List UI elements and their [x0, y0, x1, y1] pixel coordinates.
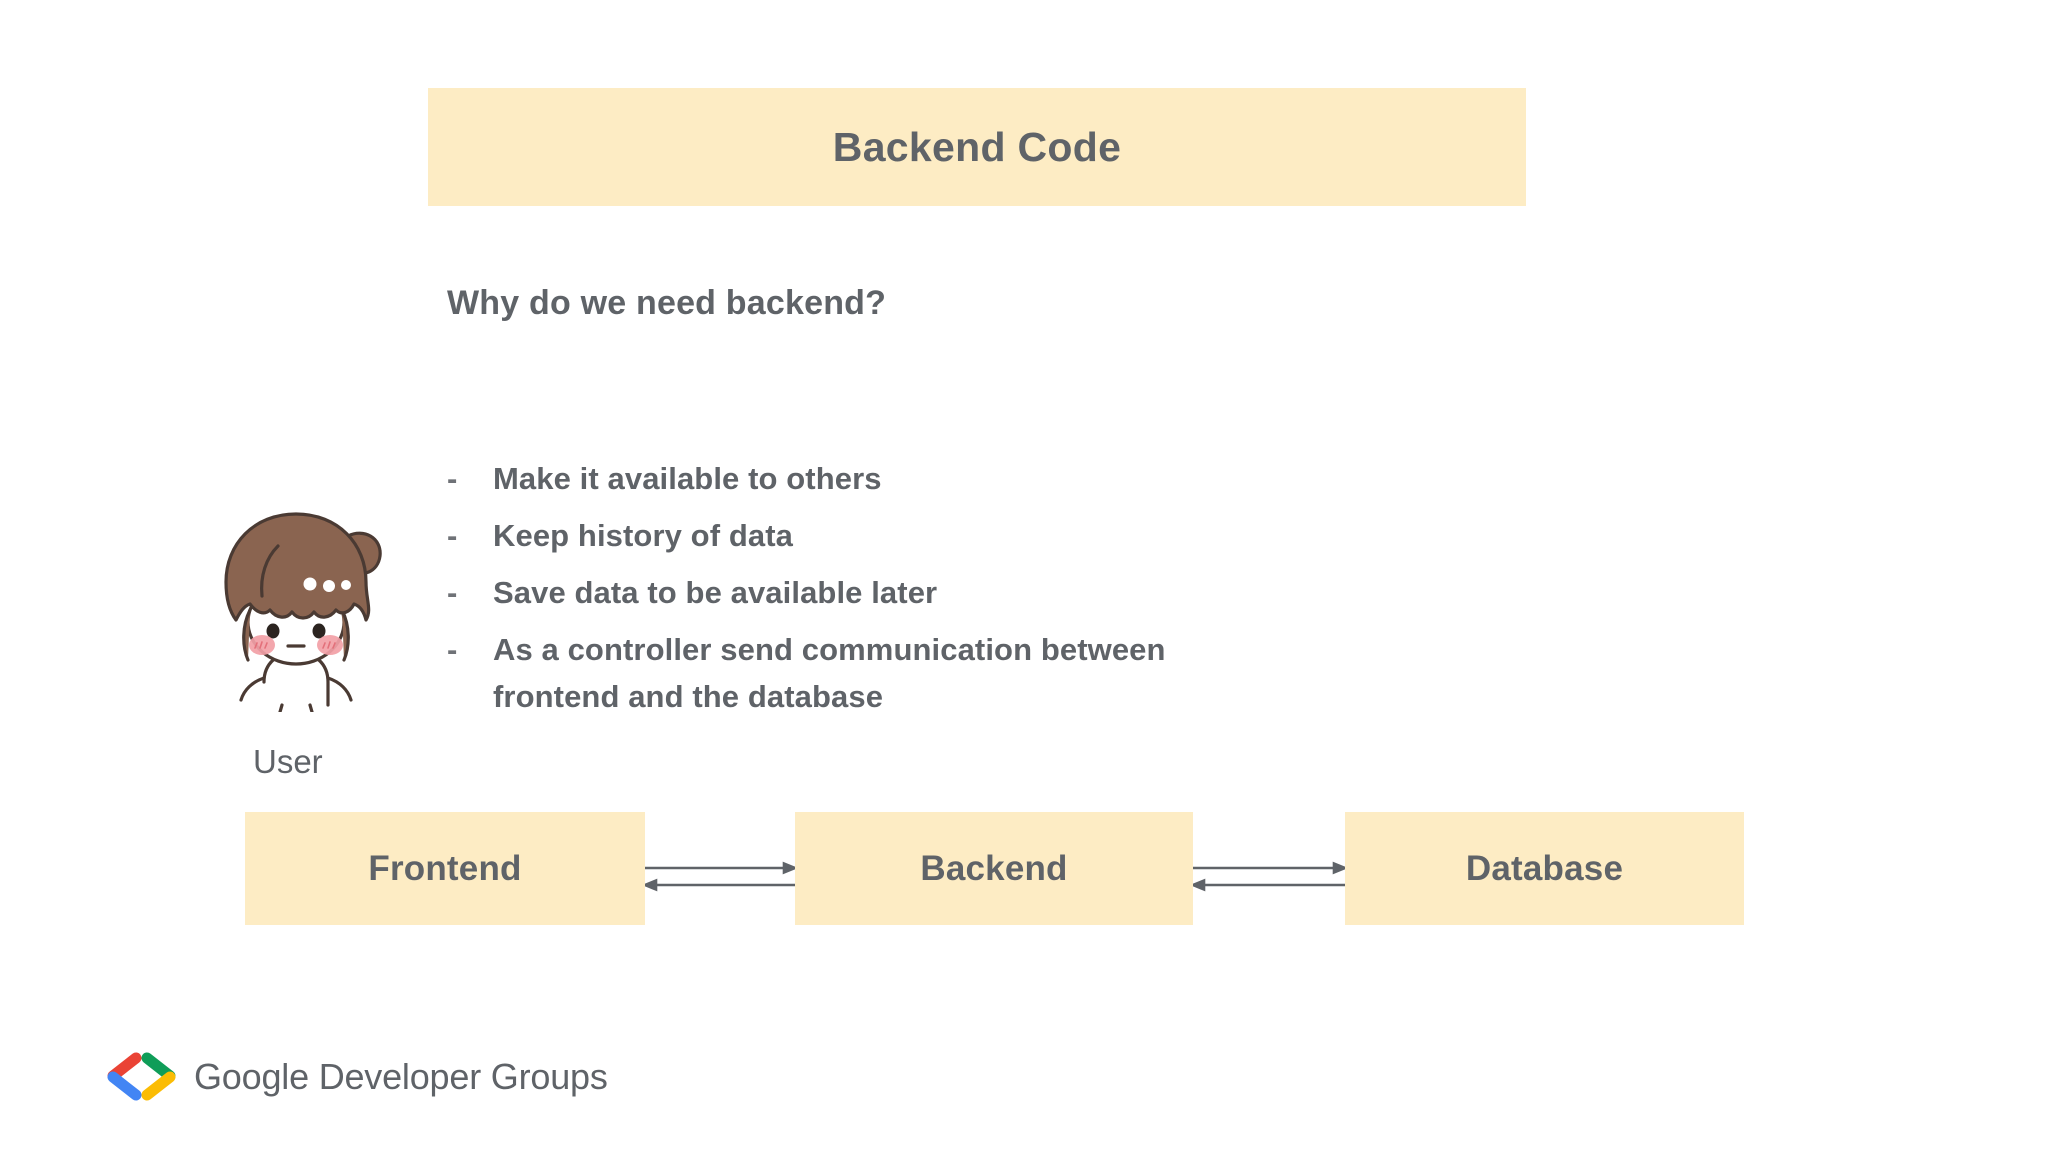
- connector-backend-database: [1193, 855, 1345, 899]
- bullet-list: - Make it available to others - Keep his…: [447, 455, 1287, 730]
- bullet-dash-icon: -: [447, 461, 458, 496]
- gdg-wordmark: Google Developer Groups: [194, 1056, 608, 1097]
- list-item: - Make it available to others: [447, 455, 1287, 502]
- page-title: Backend Code: [832, 123, 1122, 170]
- connector-frontend-backend: [645, 855, 795, 899]
- list-item-label: Make it available to others: [493, 461, 882, 496]
- bullet-dash-icon: -: [447, 575, 458, 610]
- list-item: - As a controller send communication bet…: [447, 626, 1287, 720]
- list-item: - Keep history of data: [447, 512, 1287, 559]
- cartoon-girl-illustration: [196, 500, 396, 712]
- diagram-box-label: Database: [1465, 848, 1624, 888]
- character-caption: User: [253, 743, 323, 780]
- gdg-chevrons-icon: [104, 1050, 180, 1104]
- list-item-label: Keep history of data: [493, 518, 793, 553]
- list-item-label: As a controller send communication betwe…: [493, 632, 1166, 714]
- google-developer-groups-logo: Google Developer Groups: [104, 1050, 608, 1104]
- bullet-dash-icon: -: [447, 632, 458, 667]
- question-heading: Why do we need backend?: [447, 284, 887, 322]
- diagram-box-backend: Backend: [795, 812, 1193, 925]
- diagram-box-frontend: Frontend: [245, 812, 645, 925]
- list-item-label: Save data to be available later: [493, 575, 938, 610]
- diagram-box-database: Database: [1345, 812, 1744, 925]
- diagram-box-label: Backend: [920, 848, 1068, 888]
- title-banner: Backend Code: [428, 88, 1526, 206]
- diagram-box-label: Frontend: [368, 848, 522, 888]
- bullet-dash-icon: -: [447, 518, 458, 553]
- list-item: - Save data to be available later: [447, 569, 1287, 616]
